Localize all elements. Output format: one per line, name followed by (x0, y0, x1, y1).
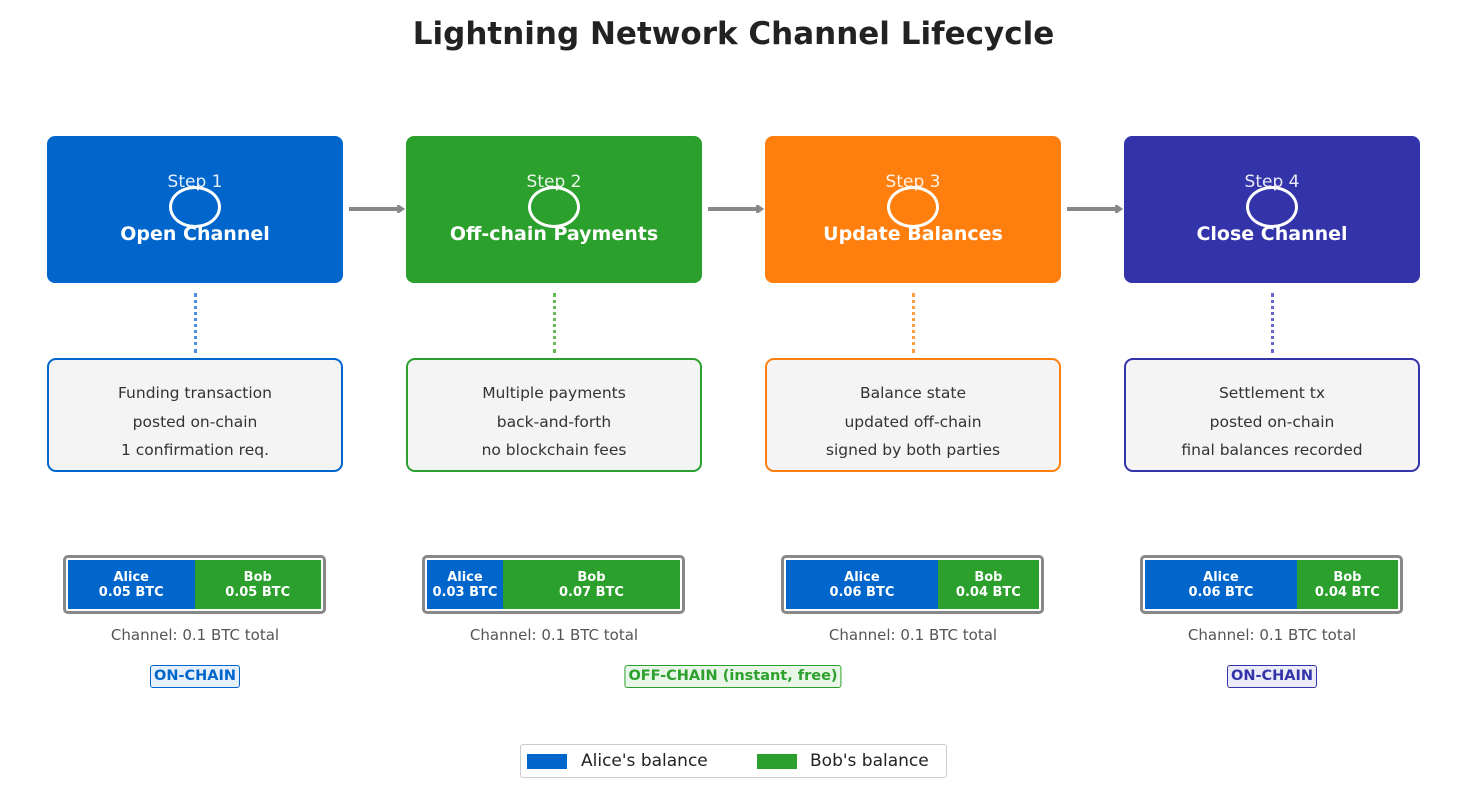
description-line: Funding transaction (117, 384, 272, 402)
alice-label: Alice (1203, 569, 1239, 585)
legend: Alice's balance Bob's balance (520, 744, 947, 778)
alice-amount: 0.06 BTC (1188, 584, 1254, 600)
description-line: back-and-forth (496, 412, 612, 431)
alice-balance-segment: Alice 0.05 BTC (68, 560, 195, 609)
bob-amount: 0.04 BTC (1314, 584, 1380, 600)
step-box-3: Step 3 Update Balances (765, 136, 1061, 283)
alice-legend-swatch (527, 754, 567, 769)
alice-label: Alice (113, 569, 150, 585)
circle-icon (528, 186, 580, 228)
step-name: Off-chain Payments (449, 223, 659, 245)
step-label: Step 4 (1244, 172, 1300, 192)
alice-legend-label: Alice's balance (581, 751, 708, 771)
connector-1 (194, 293, 197, 353)
balance-bar-4: Alice 0.06 BTC Bob 0.04 BTC (1140, 555, 1403, 614)
alice-balance-segment: Alice 0.03 BTC (427, 560, 503, 609)
description-line: Balance state (859, 384, 966, 402)
description-line: 1 confirmation req. (120, 441, 270, 459)
bob-amount: 0.05 BTC (225, 584, 291, 600)
description-line: no blockchain fees (481, 441, 627, 459)
description-box-1: Funding transaction posted on-chain 1 co… (47, 358, 343, 472)
step-box-2: Step 2 Off-chain Payments (406, 136, 702, 283)
connector-2 (553, 293, 556, 353)
step-name: Close Channel (1196, 223, 1348, 245)
bob-amount: 0.07 BTC (558, 584, 624, 600)
connector-4 (1271, 293, 1274, 353)
connector-3 (912, 293, 915, 353)
off-chain-tag: OFF-CHAIN (instant, free) (624, 665, 842, 688)
bob-label: Bob (974, 569, 1003, 585)
step-box-4: Step 4 Close Channel (1124, 136, 1420, 283)
step-box-1: Step 1 Open Channel (47, 136, 343, 283)
description-line: final balances recorded (1181, 441, 1363, 459)
alice-amount: 0.03 BTC (432, 584, 498, 600)
description-line: Settlement tx (1218, 384, 1326, 402)
bob-legend-swatch (757, 754, 797, 769)
alice-balance-segment: Alice 0.06 BTC (786, 560, 938, 609)
step-label: Step 1 (167, 172, 223, 192)
balance-bar-2: Alice 0.03 BTC Bob 0.07 BTC (422, 555, 685, 614)
description-box-2: Multiple payments back-and-forth no bloc… (406, 358, 702, 472)
bob-label: Bob (243, 569, 272, 585)
step-label: Step 2 (526, 172, 582, 192)
balance-bar-3: Alice 0.06 BTC Bob 0.04 BTC (781, 555, 1044, 614)
alice-balance-segment: Alice 0.06 BTC (1145, 560, 1297, 609)
channel-total-2: Channel: 0.1 BTC total (469, 626, 639, 644)
on-chain-tag-open: ON-CHAIN (149, 665, 241, 688)
bob-balance-segment: Bob 0.04 BTC (1296, 560, 1398, 609)
on-chain-tag-close: ON-CHAIN (1226, 665, 1318, 688)
bob-balance-segment: Bob 0.07 BTC (502, 560, 680, 609)
channel-total-3: Channel: 0.1 BTC total (828, 626, 998, 644)
balance-bar-1: Alice 0.05 BTC Bob 0.05 BTC (63, 555, 326, 614)
step-name: Update Balances (823, 223, 1003, 245)
diagram-title: Lightning Network Channel Lifecycle (412, 16, 1055, 52)
alice-label: Alice (447, 569, 483, 585)
description-line: posted on-chain (132, 412, 258, 431)
bob-label: Bob (577, 569, 606, 585)
description-box-3: Balance state updated off-chain signed b… (765, 358, 1061, 472)
step-name: Open Channel (120, 223, 270, 245)
description-line: Multiple payments (482, 384, 626, 402)
bob-label: Bob (1333, 569, 1362, 585)
channel-total-4: Channel: 0.1 BTC total (1187, 626, 1357, 644)
bob-balance-segment: Bob 0.04 BTC (937, 560, 1039, 609)
channel-total-1: Channel: 0.1 BTC total (110, 626, 280, 644)
description-line: signed by both parties (825, 441, 1001, 459)
bob-amount: 0.04 BTC (955, 584, 1021, 600)
alice-amount: 0.05 BTC (98, 584, 164, 600)
circle-icon (1246, 186, 1298, 228)
alice-amount: 0.06 BTC (829, 584, 895, 600)
description-line: updated off-chain (844, 412, 982, 431)
alice-label: Alice (844, 569, 880, 585)
circle-icon (887, 186, 939, 228)
bob-balance-segment: Bob 0.05 BTC (194, 560, 321, 609)
description-box-4: Settlement tx posted on-chain final bala… (1124, 358, 1420, 472)
step-label: Step 3 (885, 172, 941, 192)
circle-icon (169, 186, 221, 228)
bob-legend-label: Bob's balance (810, 751, 929, 771)
description-line: posted on-chain (1209, 412, 1335, 431)
